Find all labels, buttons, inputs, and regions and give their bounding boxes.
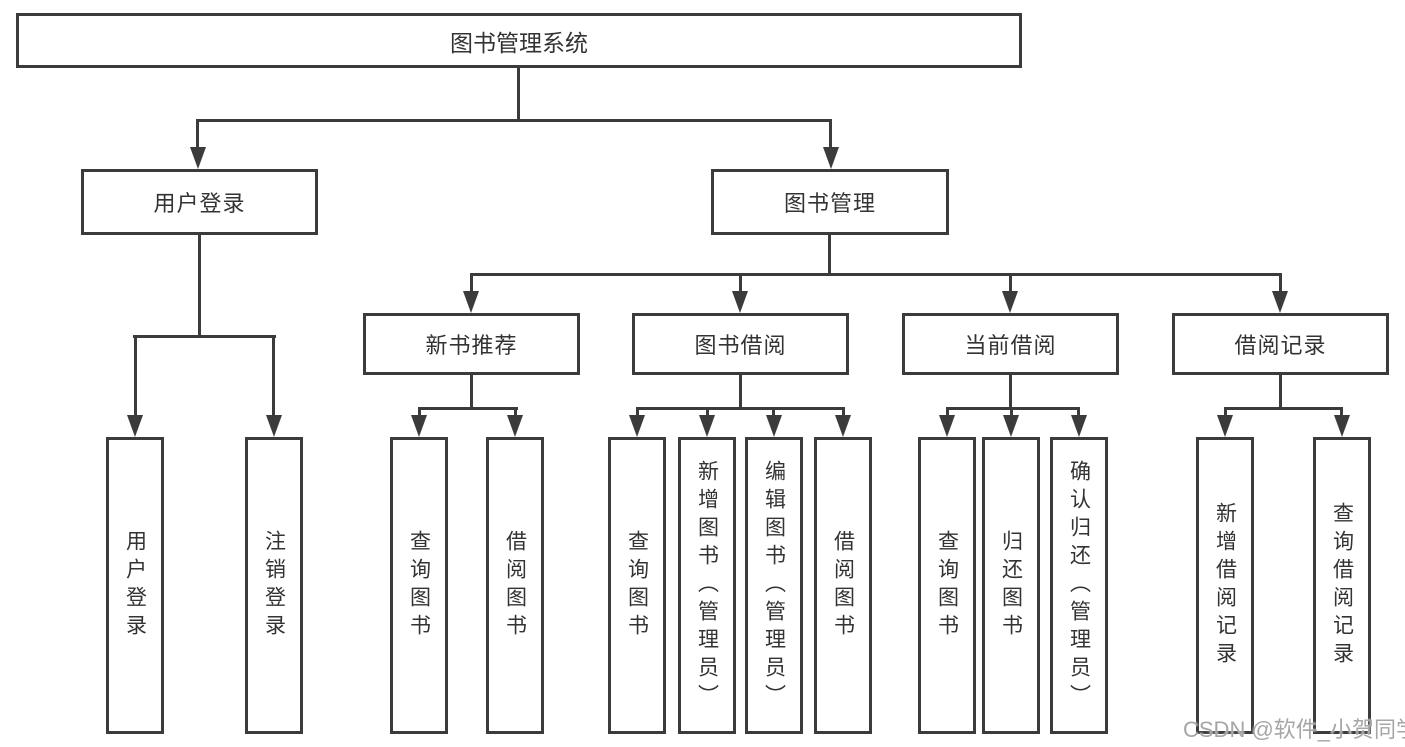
connector-root-drop-right [829,119,832,151]
connector-bookmgmt-hline [470,273,1282,276]
connector-root-hline [196,119,832,122]
node-borrow-records: 借阅记录 [1172,313,1389,375]
leaf-return-books-label: 归还图书 [999,529,1023,642]
arrow-down-icon [939,415,955,437]
connector-userlogin-drop-right [272,335,275,417]
leaf-borrow-books-borrow: 借阅图书 [814,437,872,734]
node-current-borrow-label: 当前借阅 [964,333,1057,358]
leaf-query-books-recommend: 查询图书 [390,437,448,734]
arrow-down-icon [1272,291,1288,313]
connector-bookmgmt-drop [739,273,742,293]
leaf-return-books: 归还图书 [982,437,1040,734]
connector-records-vline [1279,375,1282,410]
connector-borrow-vline [739,375,742,410]
leaf-borrow-books-borrow-label: 借阅图书 [831,529,855,642]
leaf-user-login-label: 用户登录 [123,529,147,642]
leaf-query-books-borrow: 查询图书 [608,437,666,734]
arrow-down-icon [1002,291,1018,313]
leaf-confirm-return-admin: 确认归还（管理员） [1050,437,1108,734]
connector-borrow-hline [636,407,845,410]
connector-recommend-drop [514,407,517,418]
connector-borrow-drop [636,407,639,418]
connector-borrow-drop [772,407,775,418]
connector-current-hline [946,407,1080,410]
arrow-down-icon [699,415,715,437]
connector-current-vline [1009,375,1012,410]
leaf-query-books-current-label: 查询图书 [935,529,959,642]
connector-userlogin-hline [133,335,276,338]
arrow-down-icon [766,415,782,437]
leaf-query-books-recommend-label: 查询图书 [407,529,431,642]
arrow-down-icon [835,415,851,437]
node-root: 图书管理系统 [16,13,1022,68]
arrow-down-icon [823,147,839,169]
connector-recommend-hline [418,407,518,410]
connector-current-drop [1010,407,1013,418]
connector-bookmgmt-drop [1279,273,1282,293]
arrow-down-icon [190,147,206,169]
node-new-book-recommend-label: 新书推荐 [425,333,518,358]
arrow-down-icon [411,415,427,437]
arrow-down-icon [1003,415,1019,437]
connector-bookmgmt-vline [828,235,831,275]
arrow-down-icon [266,415,282,437]
node-user-login-label: 用户登录 [153,191,246,216]
node-user-login: 用户登录 [81,169,318,235]
node-book-borrow: 图书借阅 [632,313,849,375]
arrow-down-icon [507,415,523,437]
leaf-edit-books-admin: 编辑图书（管理员） [745,437,803,734]
connector-recommend-drop [418,407,421,418]
arrow-down-icon [732,291,748,313]
connector-userlogin-vline [198,235,201,338]
leaf-add-borrow-record: 新增借阅记录 [1196,437,1254,734]
connector-current-drop [946,407,949,418]
connector-recommend-vline [470,375,473,410]
connector-root-drop-left [196,119,199,151]
arrow-down-icon [1217,415,1233,437]
node-book-management: 图书管理 [711,169,949,235]
connector-current-drop [1077,407,1080,418]
arrow-down-icon [629,415,645,437]
connector-records-drop [1224,407,1227,418]
node-current-borrow: 当前借阅 [902,313,1119,375]
arrow-down-icon [1071,415,1087,437]
arrow-down-icon [463,291,479,313]
leaf-borrow-books-recommend: 借阅图书 [486,437,544,734]
leaf-borrow-books-recommend-label: 借阅图书 [503,529,527,642]
connector-bookmgmt-drop [470,273,473,293]
node-book-borrow-label: 图书借阅 [694,333,787,358]
leaf-add-books-admin: 新增图书（管理员） [678,437,736,734]
leaf-user-login: 用户登录 [106,437,164,734]
node-new-book-recommend: 新书推荐 [363,313,580,375]
node-borrow-records-label: 借阅记录 [1234,333,1327,358]
leaf-logout-label: 注销登录 [262,529,286,642]
leaf-query-borrow-record: 查询借阅记录 [1313,437,1371,734]
csdn-watermark: CSDN @软件_小贺同学 [1183,717,1405,742]
leaf-add-books-admin-label: 新增图书（管理员） [695,459,719,712]
node-book-management-label: 图书管理 [783,191,876,216]
connector-userlogin-drop-left [134,335,137,417]
connector-borrow-drop [842,407,845,418]
leaf-query-books-borrow-label: 查询图书 [625,529,649,642]
connector-bookmgmt-drop [1009,273,1012,293]
leaf-logout: 注销登录 [245,437,303,734]
leaf-confirm-return-admin-label: 确认归还（管理员） [1067,459,1091,712]
connector-records-drop [1340,407,1343,418]
leaf-query-borrow-record-label: 查询借阅记录 [1330,501,1354,670]
node-root-label: 图书管理系统 [450,29,588,56]
leaf-edit-books-admin-label: 编辑图书（管理员） [762,459,786,712]
connector-root-vline [517,66,520,121]
connector-borrow-drop [706,407,709,418]
leaf-add-borrow-record-label: 新增借阅记录 [1213,501,1237,670]
connector-records-hline [1224,407,1342,410]
leaf-query-books-current: 查询图书 [918,437,976,734]
arrow-down-icon [127,415,143,437]
arrow-down-icon [1334,415,1350,437]
